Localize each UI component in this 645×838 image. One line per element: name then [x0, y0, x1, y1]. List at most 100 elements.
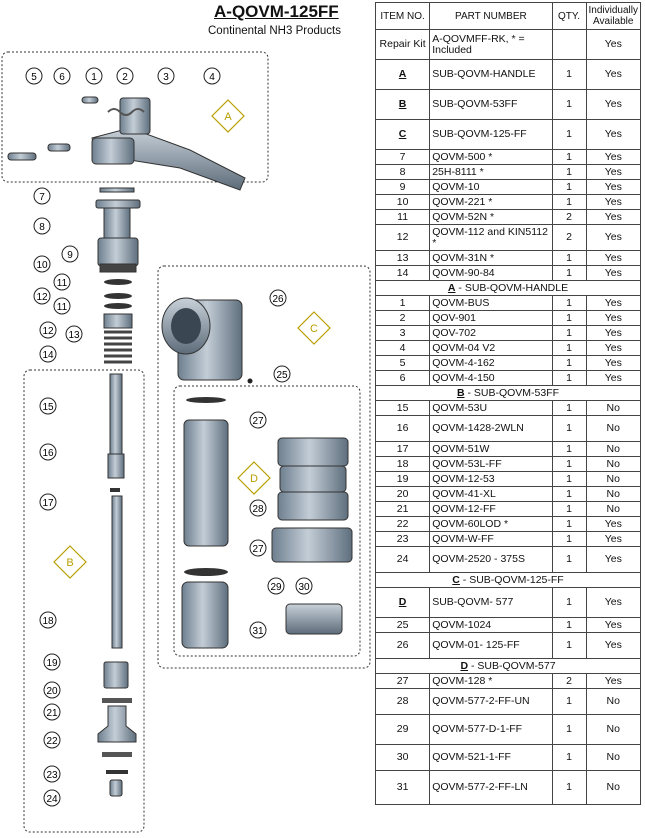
cell-available: Yes: [585, 149, 642, 165]
callout-balloon: 16: [39, 443, 57, 461]
callout-balloon: 11: [53, 273, 71, 291]
cell-qty: 1: [551, 164, 587, 180]
callout-number: 27: [252, 416, 264, 427]
callout-balloon: 21: [43, 703, 61, 721]
group-c-frame: [157, 265, 371, 669]
group-d-frame: [173, 385, 361, 657]
cell-available: No: [585, 415, 642, 442]
callout-balloon: 10: [33, 255, 51, 273]
cell-item-no: 11: [374, 209, 431, 225]
cell-item-no: 23: [374, 531, 431, 547]
cell-available: Yes: [585, 617, 642, 633]
cell-qty: 1: [551, 617, 587, 633]
page-subtitle: Continental NH3 Products: [208, 25, 341, 37]
cell-available: Yes: [585, 531, 642, 547]
cell-qty: 1: [551, 501, 587, 517]
cell-part-number: QOVM-10: [429, 179, 553, 195]
cell-part-number: 25H-8111 *: [429, 164, 553, 180]
cell-part-number: QOVM-60LOD *: [429, 516, 553, 532]
cell-part-number: QOVM-1428-2WLN: [429, 415, 553, 442]
cell-part-number: QOVM-500 *: [429, 149, 553, 165]
cell-part-number: QOVM-577-2-FF-UN: [429, 688, 553, 715]
callout-balloon: 7: [33, 187, 51, 205]
cell-qty: 1: [551, 340, 587, 356]
cell-available: No: [585, 688, 642, 715]
cell-available: Yes: [585, 295, 642, 311]
cell-qty: 2: [551, 673, 587, 689]
cell-available: Yes: [585, 265, 642, 281]
cell-available: Yes: [585, 355, 642, 371]
cell-item-no: 14: [374, 265, 431, 281]
cell-item-no: 1: [374, 295, 431, 311]
cell-item-no: 29: [374, 714, 431, 745]
cell-item-no: 8: [374, 164, 431, 180]
cell-item-no: 6: [374, 370, 431, 386]
cell-available: No: [585, 471, 642, 487]
callout-number: 29: [270, 582, 282, 593]
cell-qty: 1: [551, 355, 587, 371]
cell-available: No: [585, 456, 642, 472]
cell-qty: 1: [551, 632, 587, 659]
section-letter: B: [456, 386, 465, 399]
cell-available: Yes: [585, 209, 642, 225]
group-letter: C: [310, 323, 318, 335]
cell-qty: 1: [551, 471, 587, 487]
cell-qty: 2: [551, 224, 587, 251]
callout-balloon: 17: [39, 493, 57, 511]
callout-number: 15: [42, 402, 54, 413]
callout-balloon: 5: [25, 67, 43, 85]
cell-item-no: Repair Kit: [374, 29, 431, 60]
cell-part-number: QOVM-4-150: [429, 370, 553, 386]
callout-balloon: 1: [85, 67, 103, 85]
cell-qty: 1: [551, 441, 587, 457]
cell-qty: 1: [551, 714, 587, 745]
cell-qty: 1: [551, 179, 587, 195]
cell-available: Yes: [585, 370, 642, 386]
callout-number: 11: [57, 278, 68, 289]
callout-number: 30: [298, 582, 310, 593]
callout-number: 11: [57, 302, 68, 313]
page-title: A-QOVM-125FF: [214, 2, 339, 21]
cell-available: Yes: [585, 310, 642, 326]
callout-balloon: 8: [33, 217, 51, 235]
cell-qty: 1: [551, 770, 587, 805]
cell-qty: 1: [551, 295, 587, 311]
callout-number: 3: [163, 72, 169, 83]
callout-balloon: 4: [203, 67, 221, 85]
cell-item-no: 24: [374, 546, 431, 573]
cell-item-no: 25: [374, 617, 431, 633]
callout-balloon: 15: [39, 397, 57, 415]
callout-number: 27: [252, 544, 264, 555]
cell-item-no: 12: [374, 224, 431, 251]
section-label: - SUB-QOVM-HANDLE: [455, 281, 569, 294]
group-letter: B: [66, 557, 73, 569]
callout-number: 4: [209, 72, 215, 83]
cell-available: Yes: [585, 119, 642, 150]
group-b-frame: [23, 369, 145, 833]
cell-part-number: QOVM-1024: [429, 617, 553, 633]
callout-number: 31: [252, 626, 264, 637]
callout-balloon: 11: [53, 297, 71, 315]
callout-balloon: 12: [33, 287, 51, 305]
valve-body: [161, 297, 253, 384]
cell-available: Yes: [585, 340, 642, 356]
cell-qty: 1: [551, 265, 587, 281]
cell-part-number: QOVM-01- 125-FF: [429, 632, 553, 659]
